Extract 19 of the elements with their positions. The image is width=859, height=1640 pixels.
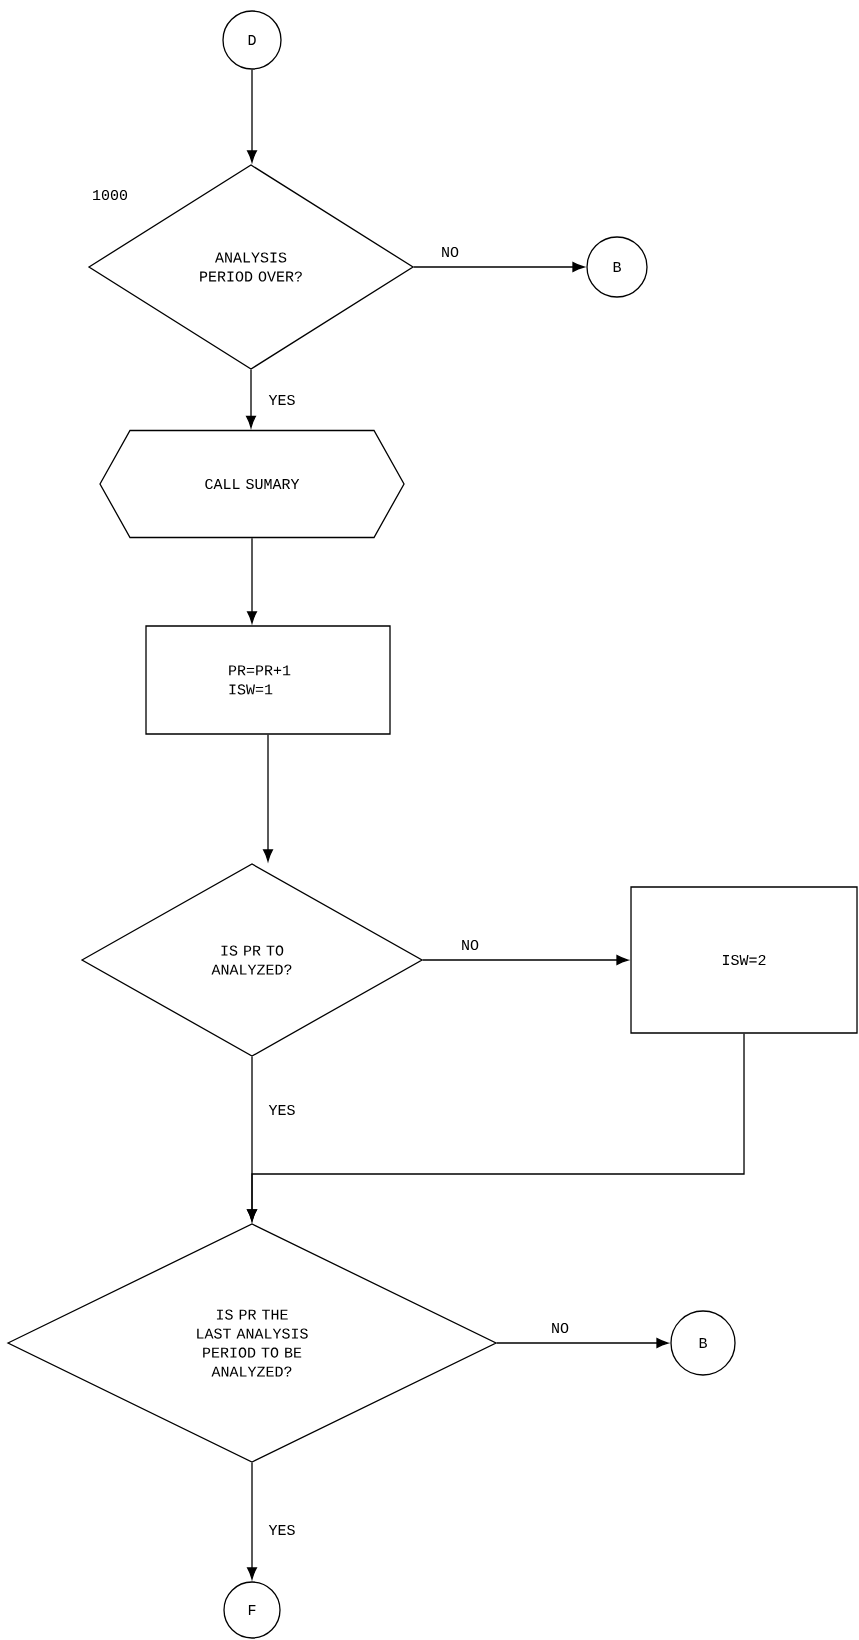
arrow [247, 1056, 257, 1222]
arrow [247, 1462, 257, 1580]
edge-label: NO [440, 245, 460, 259]
arrow [263, 734, 273, 862]
edge-label: NO [550, 1321, 570, 1335]
arrow [496, 1338, 669, 1348]
preparation-hexagon: CALL SUMARY [99, 429, 405, 539]
edge-label: YES [267, 1103, 297, 1117]
edge-label: YES [267, 1523, 297, 1537]
arrow [246, 369, 256, 428]
arrow [422, 955, 629, 965]
process-box: PR=PR+1 ISW=1 [145, 625, 391, 735]
edge-label: YES [267, 393, 297, 407]
arrow [247, 69, 257, 163]
step-number: 1000 [93, 189, 128, 201]
arrow [247, 537, 257, 624]
edge-label: NO [460, 938, 480, 952]
arrow [413, 262, 585, 272]
process-box: ISW=2 [630, 886, 858, 1034]
